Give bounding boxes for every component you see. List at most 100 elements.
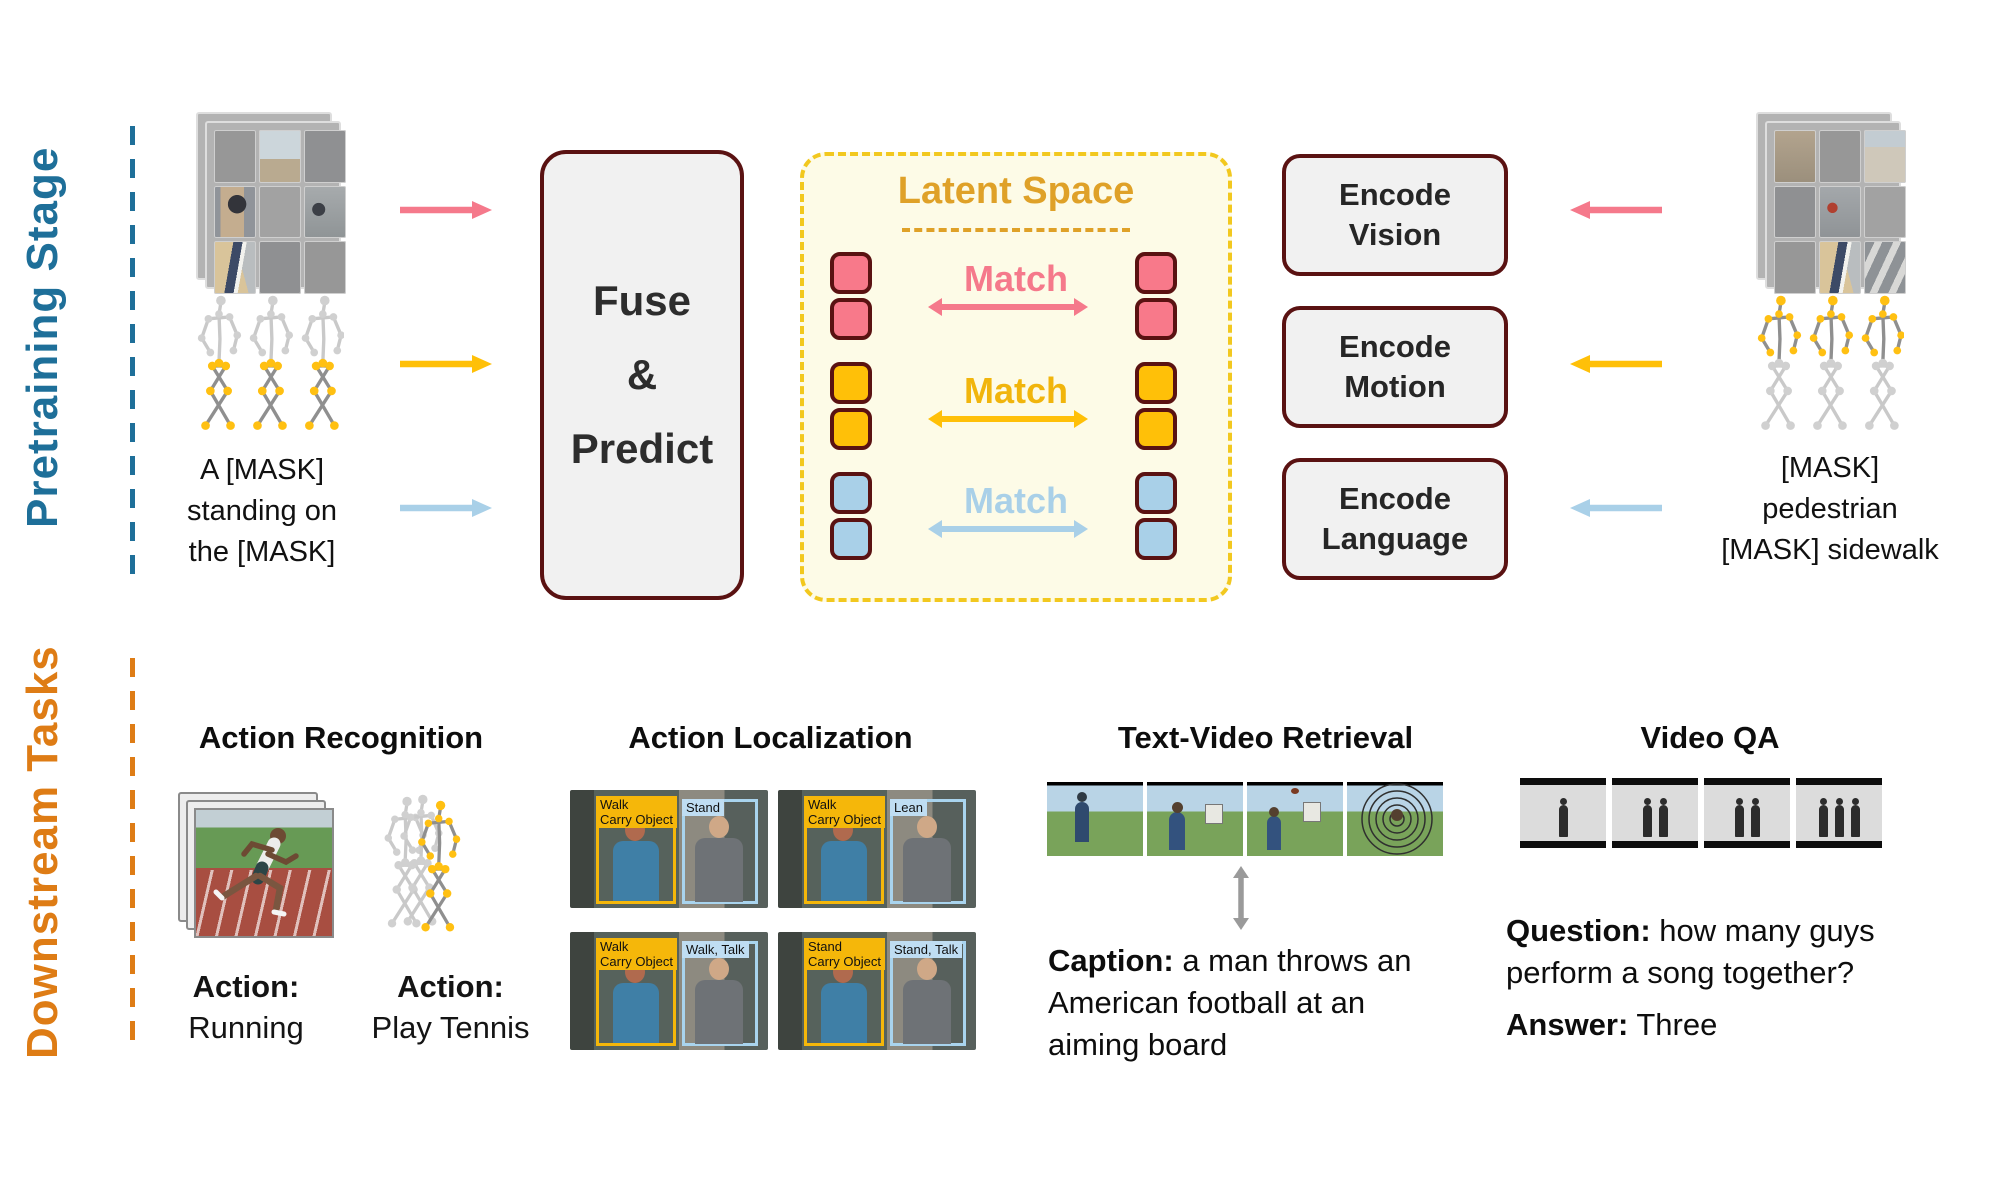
visible-patch xyxy=(1774,130,1816,183)
masked-patch xyxy=(259,185,301,239)
latent-title-underline xyxy=(902,228,1130,232)
vision-token xyxy=(1135,252,1177,294)
latent-space-panel: Latent Space Match Match Match xyxy=(800,152,1232,602)
person-bbox-yellow: Walk Carry Object xyxy=(596,796,677,904)
fuse-line: Predict xyxy=(570,425,714,472)
vision-input-arrow-icon xyxy=(398,198,494,222)
musician-figure xyxy=(1558,798,1568,837)
man-figure xyxy=(917,958,937,980)
caption-label: Caption: xyxy=(1048,943,1174,978)
man-figure xyxy=(695,980,743,1044)
visible-patch xyxy=(1864,241,1906,294)
masked-skeleton-sequence-right xyxy=(1756,294,1904,432)
motion-match-label: Match xyxy=(963,370,1068,411)
action-recognition-title: Action Recognition xyxy=(198,720,484,755)
target-rings xyxy=(1361,783,1433,855)
masked-text-line: [MASK] xyxy=(1780,452,1880,484)
musician-figure xyxy=(1734,798,1744,837)
language-token xyxy=(830,472,872,514)
retrieval-match-arrow-icon xyxy=(1233,866,1249,930)
action-label-running: Action: Running xyxy=(178,966,314,1048)
person-bbox-blue: Lean xyxy=(890,799,966,904)
qa-answer: Answer: Three xyxy=(1506,1004,1901,1046)
person-bbox-blue: Stand, Talk xyxy=(890,941,966,1046)
thrower-figure xyxy=(1169,812,1185,850)
language-token xyxy=(1135,518,1177,560)
pretraining-section-label: Pretraining Stage xyxy=(18,146,67,528)
encode-motion-line: Motion xyxy=(1344,369,1446,404)
encode-vision-line: Encode xyxy=(1339,177,1451,212)
encode-motion-line: Encode xyxy=(1339,329,1451,364)
text-video-retrieval-title: Text-Video Retrieval xyxy=(1117,720,1414,755)
musician-figure xyxy=(1642,798,1652,837)
masked-text-line: [MASK] sidewalk xyxy=(1721,534,1939,566)
language-match-arrow-icon xyxy=(926,518,1090,540)
encode-language-line: Language xyxy=(1321,521,1469,556)
masked-video-input-left xyxy=(196,112,348,296)
fuse-line: & xyxy=(626,351,658,398)
masked-patch xyxy=(1819,130,1861,183)
person-bbox-blue: Stand xyxy=(682,799,758,904)
retrieval-frame-2 xyxy=(1147,782,1243,856)
language-encode-arrow-icon xyxy=(1568,496,1664,520)
masked-patch xyxy=(1774,185,1816,239)
visible-patch xyxy=(259,130,301,183)
retrieval-frame-3 xyxy=(1247,782,1343,856)
bbox-label-yellow: Walk Carry Object xyxy=(596,796,677,828)
bbox-label-blue: Walk, Talk xyxy=(682,941,749,958)
action-localization-title: Action Localization xyxy=(628,720,913,755)
caption-text: a man throws an American football at an … xyxy=(1048,943,1412,1062)
pretraining-section: Pretraining Stage xyxy=(18,112,1939,602)
visible-patch xyxy=(1864,130,1906,183)
action-value: Play Tennis xyxy=(371,1010,530,1045)
masked-patch xyxy=(259,241,301,294)
vision-token xyxy=(1135,298,1177,340)
vision-match-arrow-icon xyxy=(926,296,1090,318)
language-input-arrow-icon xyxy=(398,496,494,520)
encode-language-box: Encode Language xyxy=(1282,458,1508,580)
motion-token xyxy=(1135,408,1177,450)
bbox-label-yellow: Walk Carry Object xyxy=(804,796,885,828)
masked-patch xyxy=(214,130,256,183)
question-text: how many guys perform a song together? xyxy=(1506,913,1875,990)
localization-frame-4: Stand Carry Object Stand, Talk xyxy=(778,932,976,1050)
downstream-section-label: Downstream Tasks xyxy=(18,645,67,1059)
visible-patch xyxy=(1819,241,1861,294)
running-video-thumbnail xyxy=(178,792,334,938)
motion-match-arrow-icon xyxy=(926,408,1090,430)
downstream-divider-line xyxy=(130,658,135,1050)
motion-token xyxy=(830,408,872,450)
vision-encode-arrow-icon xyxy=(1568,198,1664,222)
encode-language-line: Encode xyxy=(1339,481,1451,516)
visible-patch xyxy=(214,241,256,294)
downstream-section: Downstream Tasks Action Recognition xyxy=(0,600,2000,1200)
language-match-label: Match xyxy=(963,480,1068,521)
bbox-label-yellow: Stand Carry Object xyxy=(804,938,885,970)
answer-text: Three xyxy=(1636,1007,1718,1042)
person-bbox-yellow: Stand Carry Object xyxy=(804,938,885,1046)
tennis-skeleton-thumbnail xyxy=(382,793,462,934)
visible-patch xyxy=(214,185,256,239)
vision-token xyxy=(830,298,872,340)
motion-encode-arrow-icon xyxy=(1568,352,1664,376)
man-figure xyxy=(695,838,743,902)
localization-frame-1: Walk Carry Object Stand xyxy=(570,790,768,908)
action-label-play-tennis: Action: Play Tennis xyxy=(368,966,533,1048)
woman-figure xyxy=(613,983,659,1043)
motion-input-arrow-icon xyxy=(398,352,494,376)
masked-patch xyxy=(1864,185,1906,239)
masked-text-line: pedestrian xyxy=(1762,493,1898,525)
football xyxy=(1291,788,1299,794)
man-figure xyxy=(917,816,937,838)
musician-figure xyxy=(1850,798,1860,837)
masked-text-input-left: A [MASK] standing on the [MASK] xyxy=(132,450,392,573)
runner-figure xyxy=(213,828,299,917)
thrower-figure xyxy=(1077,792,1087,802)
question-label: Question: xyxy=(1506,913,1651,948)
masked-patch xyxy=(304,241,346,294)
musician-figure xyxy=(1750,798,1760,837)
pretraining-divider-line xyxy=(130,126,135,574)
motion-token xyxy=(1135,362,1177,404)
localization-frame-2: Walk Carry Object Lean xyxy=(778,790,976,908)
masked-text-line: standing on xyxy=(187,495,337,527)
